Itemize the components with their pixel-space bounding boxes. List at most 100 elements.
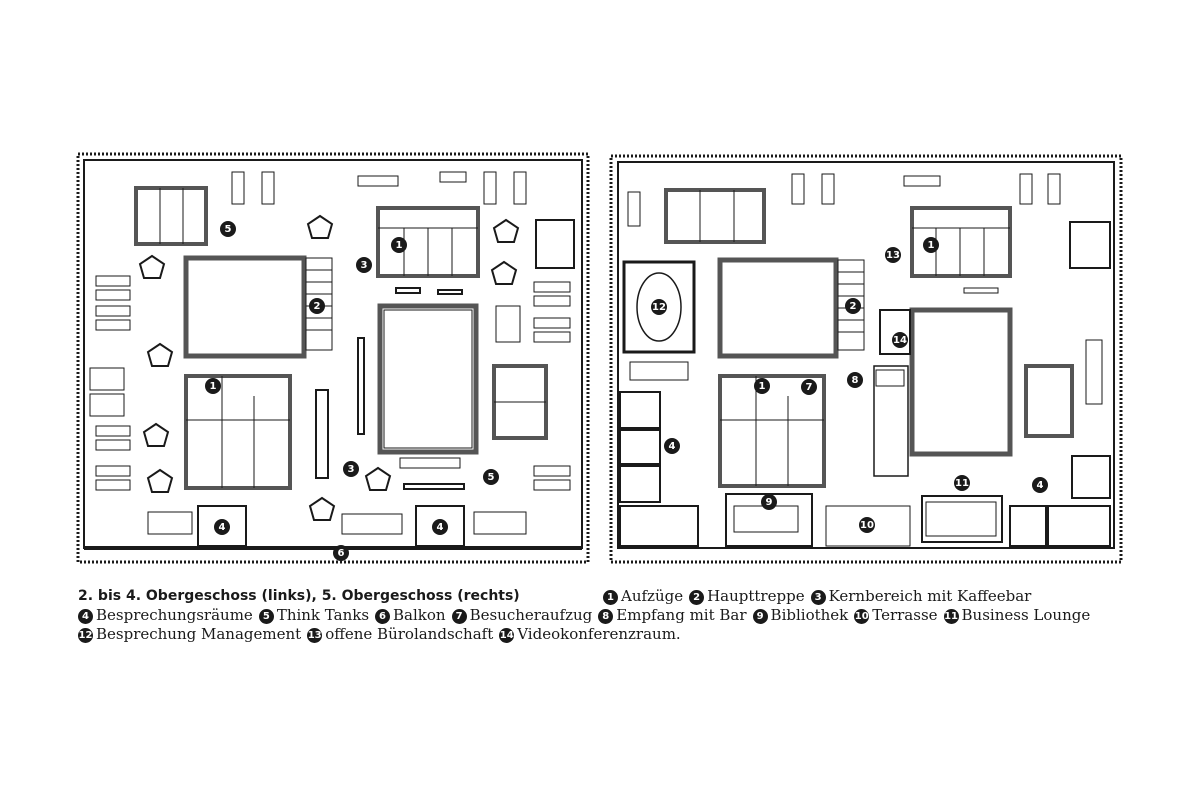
left-atrium-1: [183, 255, 307, 359]
right-core-details: [699, 190, 1010, 486]
right-desk-clusters: [627, 173, 1103, 537]
right-marker-9: [761, 494, 777, 510]
right-marker-4: [1032, 477, 1048, 493]
left-marker-number: 1: [210, 381, 217, 392]
right-stair-main: [837, 259, 865, 351]
right-marker-number: 9: [766, 497, 773, 508]
management-room: [622, 260, 696, 354]
right-marker-number: 4: [669, 441, 676, 452]
legend-number-badge: 3: [810, 590, 826, 605]
legend-label: offene Bürolandschaft: [325, 625, 494, 643]
legend-label: Terrasse: [872, 606, 938, 624]
right-marker-number: 12: [652, 302, 666, 313]
left-marker-number: 6: [338, 548, 345, 559]
right-marker-11: [954, 475, 970, 491]
left-atrium-2: [377, 303, 479, 455]
left-core-nw: [134, 186, 208, 246]
left-plan-border: [76, 152, 590, 564]
left-marker-3: [343, 461, 359, 477]
legend-label: Haupttreppe: [707, 587, 805, 605]
caption-title: 2. bis 4. Obergeschoss (links), 5. Oberg…: [78, 588, 520, 604]
left-core-sw: [184, 374, 292, 490]
left-marker-5: [483, 469, 499, 485]
right-marker-number: 4: [1037, 480, 1044, 491]
left-marker-1: [205, 378, 221, 394]
left-marker-number: 3: [348, 464, 355, 475]
left-marker-number: 2: [314, 301, 321, 312]
left-marker-4: [432, 519, 448, 535]
left-marker-4: [214, 519, 230, 535]
legend-label: Balkon: [393, 606, 446, 624]
left-marker-2: [309, 298, 325, 314]
right-atrium-1: [717, 257, 839, 359]
left-marker-5: [220, 221, 236, 237]
left-meeting-rooms: [197, 219, 575, 547]
right-marker-2: [845, 298, 861, 314]
right-marker-number: 2: [850, 301, 857, 312]
legend-number-badge: 2: [689, 590, 705, 605]
legend-label: Videokonferenzraum.: [517, 625, 681, 643]
right-marker-1: [923, 237, 939, 253]
legend-label: Business Lounge: [961, 606, 1091, 624]
legend-number-badge: 14: [499, 628, 515, 643]
legend-label: Empfang mit Bar: [616, 606, 747, 624]
right-marker-number: 14: [893, 335, 907, 346]
legend-number-badge: 11: [943, 609, 959, 624]
left-desk-clusters: [89, 171, 571, 535]
legend-number-badge: 6: [375, 609, 391, 624]
right-marker-8: [847, 372, 863, 388]
left-marker-number: 5: [488, 472, 495, 483]
legend-label: Besucheraufzug: [469, 606, 593, 624]
right-meeting-rooms: [619, 221, 1111, 547]
right-core-nw: [664, 188, 766, 244]
legend-label: Besprechungsräume: [96, 606, 253, 624]
video-conference-room: [879, 309, 911, 355]
left-marker-3: [356, 257, 372, 273]
left-atrium-2-inner: [383, 309, 473, 449]
legend-number-badge: 12: [78, 628, 93, 643]
left-marker-6: [333, 545, 349, 561]
legend-number-badge: 7: [451, 609, 467, 624]
left-marker-number: 4: [219, 522, 226, 533]
legend-label: Besprechung Management: [96, 625, 302, 643]
right-atrium-2: [909, 307, 1013, 457]
right-core-sw: [718, 374, 826, 488]
reception-bar: [873, 365, 909, 477]
legend-label: Aufzüge: [621, 587, 684, 605]
left-core-details: [159, 188, 546, 488]
legend-number-badge: 8: [598, 609, 614, 624]
right-marker-14: [892, 332, 908, 348]
right-marker-4: [664, 438, 680, 454]
left-plan-outline: [83, 159, 583, 549]
right-marker-number: 7: [806, 382, 813, 393]
left-marker-number: 5: [225, 224, 232, 235]
right-core-ne: [910, 206, 1012, 278]
left-marker-number: 4: [437, 522, 444, 533]
right-core-se: [1024, 364, 1074, 438]
left-marker-number: 3: [361, 260, 368, 271]
legend-label: Kernbereich mit Kaffeebar: [828, 587, 1032, 605]
management-table: [636, 272, 682, 342]
legend-number-badge: 13: [307, 628, 323, 643]
legend-label: Think Tanks: [276, 606, 370, 624]
left-corridor-bars: [315, 287, 465, 490]
legend-number-badge: 5: [258, 609, 274, 624]
right-marker-number: 11: [955, 478, 969, 489]
terrace-area: [825, 505, 911, 547]
right-marker-number: 1: [928, 240, 935, 251]
right-floor-plan: [609, 154, 1123, 564]
